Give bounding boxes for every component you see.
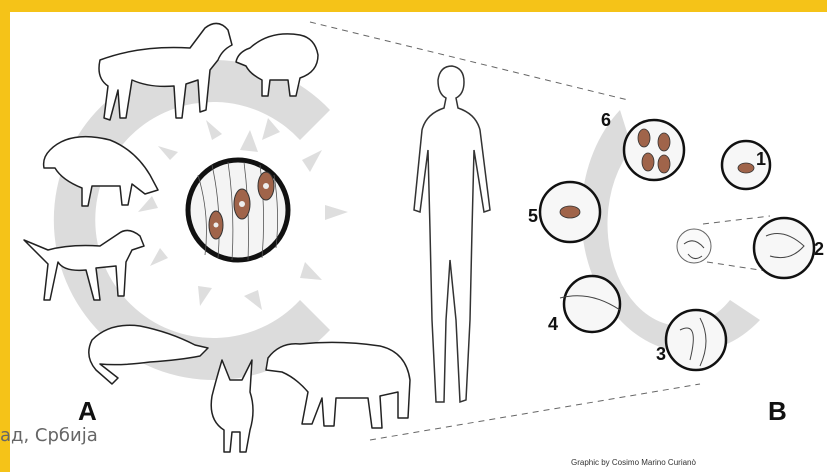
stage-4-label: 4	[548, 314, 558, 334]
stage-2-label: 2	[814, 239, 824, 259]
stage-1-label: 1	[756, 149, 766, 169]
stage-4-circle	[564, 276, 620, 332]
stage-3-label: 3	[656, 344, 666, 364]
muscle-cyst-circle	[188, 160, 288, 260]
stage-5-label: 5	[528, 206, 538, 226]
stage-6-circle	[624, 120, 684, 180]
stage-2-circle	[754, 218, 814, 278]
graphic-credit: Graphic by Cosimo Marino Curianò	[571, 458, 696, 467]
footer-location-text: ад, Србија	[0, 425, 98, 446]
stage-6-label: 6	[601, 110, 611, 130]
panel-a-label: A	[78, 396, 97, 426]
panel-b-label: B	[768, 396, 787, 426]
stage-3-circle	[666, 310, 726, 370]
